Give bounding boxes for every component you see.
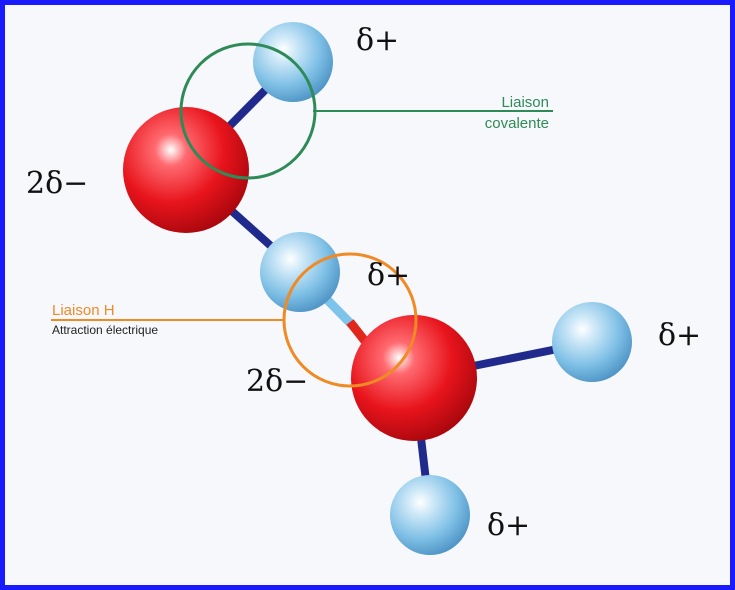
hydrogen-atom-bottom <box>390 475 470 555</box>
charge-label-h-bottom: δ+ <box>487 508 530 543</box>
charge-label-h-top: δ+ <box>356 23 399 58</box>
oxygen-atom-bottom <box>351 315 477 441</box>
hydrogen-atom-right <box>552 302 632 382</box>
hydrogen-bond-title: Liaison H <box>52 302 115 319</box>
covalent-label-line2: covalente <box>485 115 549 132</box>
charge-label-h-middle: δ+ <box>367 258 410 293</box>
charge-label-o-top: 2δ− <box>26 166 88 201</box>
covalent-label-line1: Liaison <box>501 94 549 111</box>
hydrogen-bond-callout: Liaison H Attraction électrique <box>51 252 418 388</box>
oxygen-atom-top <box>123 107 249 233</box>
hydrogen-bond-subtitle: Attraction électrique <box>52 323 158 337</box>
charge-label-h-right: δ+ <box>658 318 701 353</box>
covalent-bond-callout: Liaison covalente <box>179 42 553 180</box>
hydrogen-atom-middle <box>260 232 340 312</box>
atoms <box>123 22 632 555</box>
charge-label-o-bottom: 2δ− <box>246 364 308 399</box>
charge-labels: δ+ 2δ− δ+ 2δ− δ+ δ+ <box>26 23 701 543</box>
